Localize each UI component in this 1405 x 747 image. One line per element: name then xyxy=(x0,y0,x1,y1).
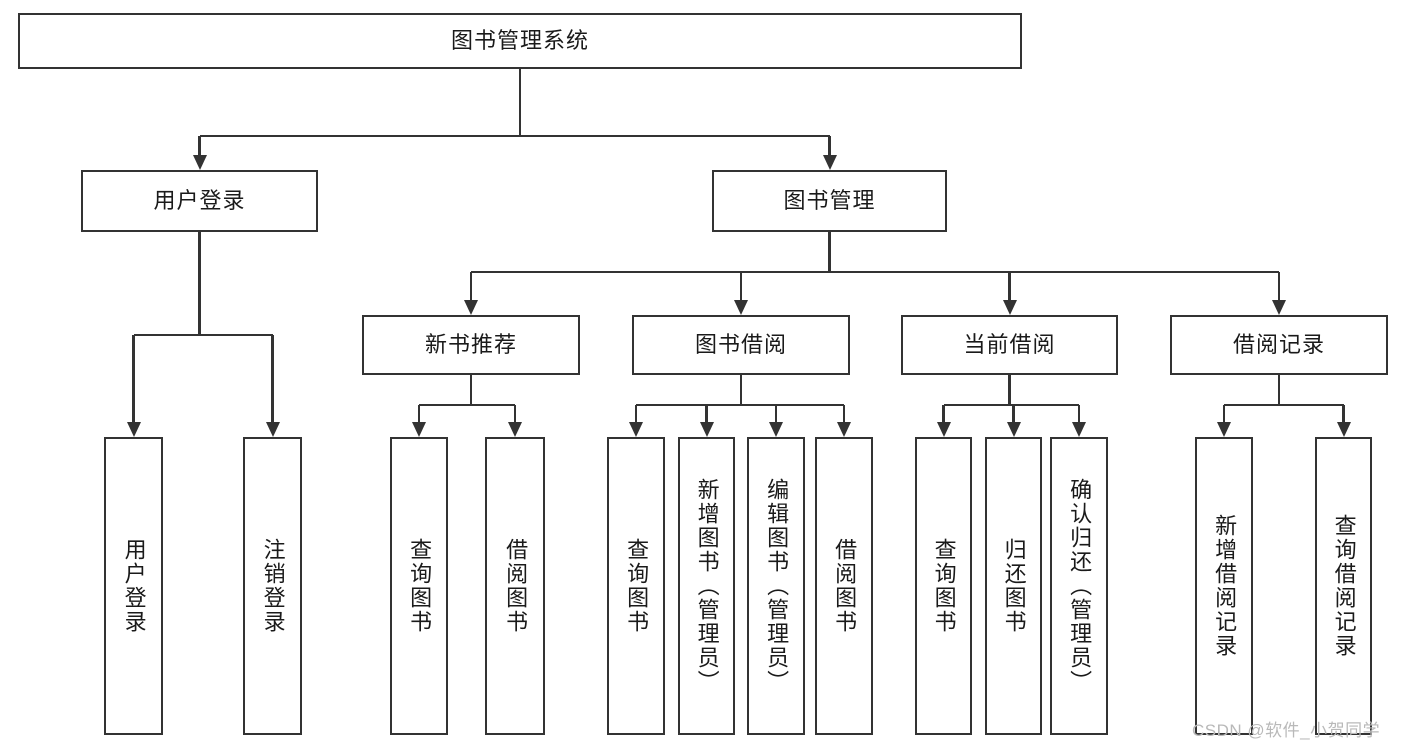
connector-line xyxy=(1342,405,1345,423)
arrow-head-icon xyxy=(192,155,207,170)
node-label: 新书推荐 xyxy=(424,331,517,357)
node-leaf-query-book-rec[interactable]: 查询图书 xyxy=(390,437,448,735)
csdn-watermark: CSDN @软件_小贺同学 xyxy=(1192,721,1381,740)
node-label: 归还图书 xyxy=(1001,538,1027,634)
node-current-borrow[interactable]: 当前借阅 xyxy=(901,315,1118,375)
arrow-head-icon xyxy=(629,422,643,437)
node-root[interactable]: 图书管理系统 xyxy=(18,13,1022,69)
node-book-manage[interactable]: 图书管理 xyxy=(712,170,947,232)
arrow-head-icon xyxy=(1272,300,1286,315)
node-label: 新增借阅记录 xyxy=(1212,514,1238,658)
connector-line xyxy=(518,69,522,136)
node-leaf-borrow-book-bor[interactable]: 借阅图书 xyxy=(815,437,873,735)
connector-line xyxy=(636,403,844,407)
connector-line xyxy=(133,333,273,337)
node-label: 查询图书 xyxy=(931,538,957,634)
connector-line xyxy=(705,405,708,423)
connector-line xyxy=(774,405,778,423)
node-leaf-query-book-bor[interactable]: 查询图书 xyxy=(607,437,665,735)
arrow-head-icon xyxy=(1002,300,1017,315)
node-leaf-add-record[interactable]: 新增借阅记录 xyxy=(1195,437,1253,735)
connector-line xyxy=(1277,375,1281,405)
connector-line xyxy=(198,232,201,335)
node-leaf-user-login[interactable]: 用户登录 xyxy=(104,437,163,735)
node-label: 图书借阅 xyxy=(694,331,787,357)
arrow-head-icon xyxy=(1006,422,1021,437)
node-label: 图书管理 xyxy=(783,187,876,213)
connector-line xyxy=(943,403,1079,407)
node-leaf-confirm-return[interactable]: 确认归还（管理员） xyxy=(1050,437,1108,735)
connector-line xyxy=(828,232,831,272)
node-label: 用户登录 xyxy=(121,538,147,634)
connector-line xyxy=(1008,272,1011,301)
node-label: 编辑图书（管理员） xyxy=(764,478,790,694)
arrow-head-icon xyxy=(769,422,783,437)
connector-line xyxy=(132,335,135,423)
connector-line xyxy=(199,134,830,138)
connector-line xyxy=(739,272,743,301)
node-label: 借阅图书 xyxy=(503,538,529,634)
node-user-login[interactable]: 用户登录 xyxy=(81,170,318,232)
node-new-book-rec[interactable]: 新书推荐 xyxy=(362,315,580,375)
arrow-head-icon xyxy=(837,422,851,437)
node-leaf-logout[interactable]: 注销登录 xyxy=(243,437,302,735)
connector-line xyxy=(469,375,473,405)
node-label: 查询图书 xyxy=(624,538,650,634)
node-label: 新增图书（管理员） xyxy=(694,478,720,694)
connector-line xyxy=(1012,405,1015,423)
node-leaf-query-book-cur[interactable]: 查询图书 xyxy=(915,437,972,735)
connector-line xyxy=(1224,403,1344,407)
connector-line xyxy=(419,403,515,407)
arrow-head-icon xyxy=(936,422,951,437)
arrow-head-icon xyxy=(734,300,748,315)
node-leaf-edit-book[interactable]: 编辑图书（管理员） xyxy=(747,437,805,735)
connector-line xyxy=(1077,405,1081,423)
connector-line xyxy=(739,375,743,405)
node-leaf-return-book[interactable]: 归还图书 xyxy=(985,437,1042,735)
node-leaf-add-book[interactable]: 新增图书（管理员） xyxy=(678,437,735,735)
connector-line xyxy=(271,335,274,423)
connector-line xyxy=(634,405,638,423)
node-label: 确认归还（管理员） xyxy=(1067,478,1093,694)
arrow-head-icon xyxy=(1336,422,1351,437)
arrow-head-icon xyxy=(1072,422,1086,437)
node-borrow-record[interactable]: 借阅记录 xyxy=(1170,315,1388,375)
connector-line xyxy=(1008,375,1011,405)
arrow-head-icon xyxy=(464,300,478,315)
connector-line xyxy=(513,405,517,423)
node-label: 用户登录 xyxy=(153,187,246,213)
arrow-head-icon xyxy=(508,422,522,437)
connector-line xyxy=(828,136,831,156)
node-label: 查询图书 xyxy=(407,538,433,634)
connector-line xyxy=(942,405,945,423)
arrow-head-icon xyxy=(822,155,837,170)
connector-line xyxy=(842,405,846,423)
node-label: 借阅图书 xyxy=(832,538,858,634)
connector-line xyxy=(198,136,201,156)
node-label: 借阅记录 xyxy=(1232,331,1325,357)
connector-line xyxy=(471,270,1279,274)
node-leaf-borrow-book-rec[interactable]: 借阅图书 xyxy=(485,437,545,735)
connector-line xyxy=(469,272,473,301)
arrow-head-icon xyxy=(1217,422,1231,437)
arrow-head-icon xyxy=(126,422,141,437)
node-label: 注销登录 xyxy=(260,538,286,634)
arrow-head-icon xyxy=(412,422,426,437)
node-label: 查询借阅记录 xyxy=(1331,514,1357,658)
node-label: 当前借阅 xyxy=(963,331,1056,357)
node-label: 图书管理系统 xyxy=(450,27,589,53)
node-leaf-query-record[interactable]: 查询借阅记录 xyxy=(1315,437,1372,735)
connector-line xyxy=(417,405,421,423)
node-book-borrow[interactable]: 图书借阅 xyxy=(632,315,850,375)
connector-line xyxy=(1277,272,1281,301)
connector-line xyxy=(1222,405,1226,423)
arrow-head-icon xyxy=(699,422,714,437)
arrow-head-icon xyxy=(265,422,280,437)
